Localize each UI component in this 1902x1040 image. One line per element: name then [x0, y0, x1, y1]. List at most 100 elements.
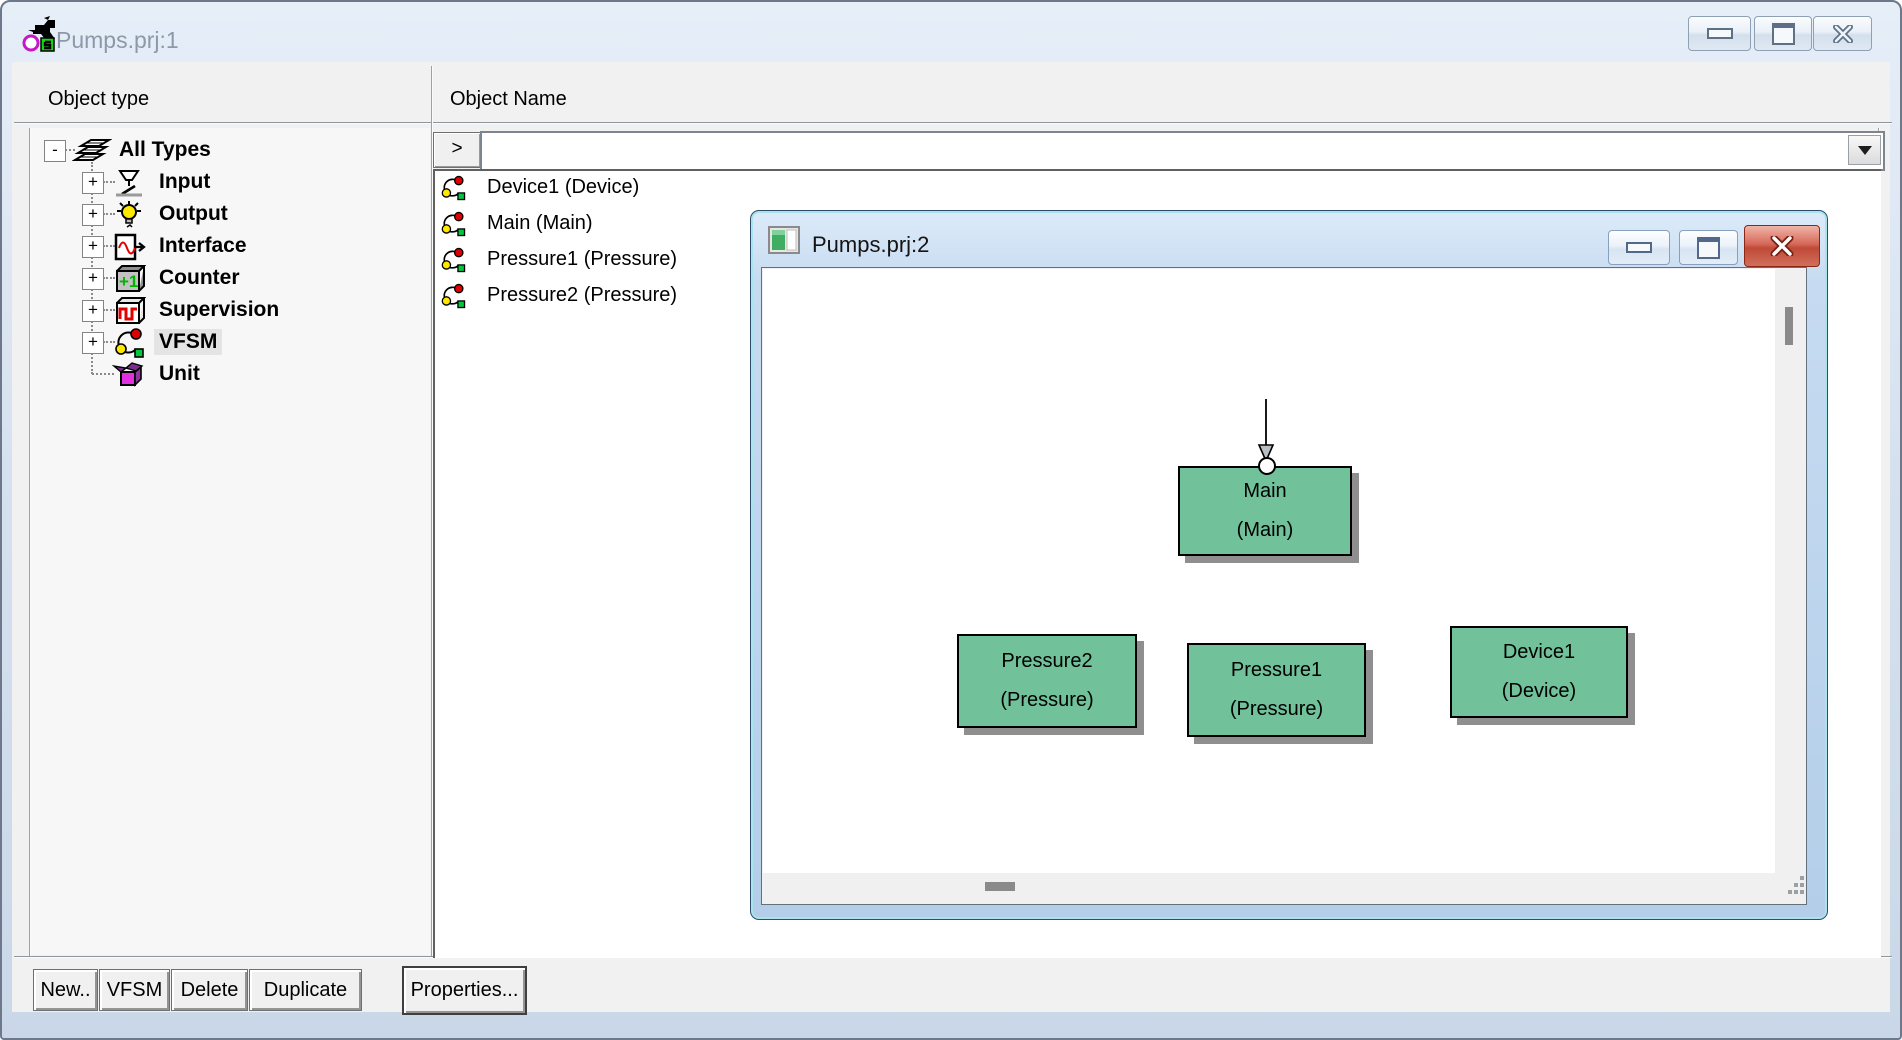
vertical-scrollbar[interactable] [1775, 269, 1803, 873]
object-type-header: Object type [48, 88, 150, 110]
object-name-header: Object Name [450, 88, 567, 110]
list-item-main[interactable]: Main (Main) [435, 207, 1695, 241]
child-restore-button[interactable] [1679, 230, 1738, 265]
tree-connector-stub [65, 149, 75, 151]
node-type: (Pressure) [1229, 698, 1324, 720]
vfsm-icon [441, 175, 466, 201]
child-close-button[interactable] [1744, 225, 1820, 267]
expand-box-input[interactable]: + [82, 172, 104, 194]
tree-item-all-types[interactable]: All Types [38, 134, 418, 166]
interface-icon [114, 233, 146, 261]
restore-icon [1697, 236, 1720, 259]
connector-endpoint [1258, 457, 1276, 475]
combobox-dropdown-button[interactable] [1848, 135, 1881, 165]
vfsm-icon [441, 247, 466, 273]
resize-grip[interactable] [1788, 876, 1792, 880]
tree-item-label: Interface [159, 234, 247, 257]
object-name-input[interactable] [484, 135, 1838, 165]
tree-item-interface[interactable]: Interface [38, 230, 418, 262]
expand-box-counter[interactable]: + [82, 268, 104, 290]
tree-connector-stub [103, 181, 115, 183]
collapse-box-all-types[interactable]: - [44, 140, 66, 162]
name-filter-expand-button[interactable]: > [433, 132, 481, 168]
tree-item-label: Unit [159, 362, 200, 385]
tree-item-label: Counter [159, 266, 240, 289]
diagram-node-pressure1[interactable]: Pressure1 (Pressure) [1187, 643, 1366, 737]
connector-line [1265, 399, 1267, 445]
horizontal-scrollbar-thumb[interactable] [985, 882, 1015, 891]
node-name: Main [1243, 480, 1287, 502]
tree-connector-stub [103, 277, 115, 279]
svg-text:+1: +1 [119, 272, 138, 291]
horizontal-scrollbar[interactable] [763, 873, 1803, 901]
object-type-tree [31, 128, 430, 955]
list-item-label: Main (Main) [487, 212, 593, 234]
counter-icon: +1 [116, 265, 146, 292]
node-name: Device1 [1502, 641, 1576, 663]
vfsm-icon [115, 328, 144, 358]
tree-item-label: All Types [119, 138, 211, 161]
vfsm-icon [441, 283, 466, 309]
tree-item-label: Input [159, 170, 211, 193]
tree-item-unit[interactable]: Unit [38, 358, 418, 390]
tree-connector-stub [92, 373, 114, 375]
diagram-node-device1[interactable]: Device1 (Device) [1450, 626, 1628, 718]
expand-box-output[interactable]: + [82, 204, 104, 226]
diagram-node-pressure2[interactable]: Pressure2 (Pressure) [957, 634, 1137, 728]
supervision-icon [116, 297, 146, 324]
expand-box-vfsm[interactable]: + [82, 332, 104, 354]
restore-icon [1771, 22, 1795, 45]
child-minimize-button[interactable] [1608, 230, 1670, 265]
tree-connector-stub [103, 213, 115, 215]
stateworks-app-icon [22, 16, 55, 52]
minimize-icon [1626, 242, 1652, 253]
properties-button[interactable]: Properties... [402, 966, 527, 1015]
expand-box-interface[interactable]: + [82, 236, 104, 258]
delete-button[interactable]: Delete [171, 969, 248, 1011]
node-type: (Main) [1236, 519, 1294, 541]
main-window-title: Pumps.prj:1 [56, 27, 179, 53]
tree-connector-stub [103, 309, 115, 311]
diagram-canvas[interactable] [763, 269, 1775, 873]
minimize-button[interactable] [1688, 16, 1751, 51]
new-button[interactable]: New.. [33, 969, 98, 1011]
tree-panel-left-edge [29, 128, 31, 956]
node-type: (Pressure) [1000, 689, 1094, 711]
main-window-titlebar[interactable] [2, 2, 1900, 62]
close-button[interactable] [1813, 16, 1872, 51]
tree-connector-stub [103, 245, 115, 247]
tree-item-counter[interactable]: +1 Counter [38, 262, 418, 294]
duplicate-button[interactable]: Duplicate [249, 969, 362, 1011]
tree-item-output[interactable]: Output [38, 198, 418, 230]
minimize-icon [1706, 28, 1733, 39]
expand-box-supervision[interactable]: + [82, 300, 104, 322]
unit-icon [112, 362, 144, 387]
tree-item-input[interactable]: Input [38, 166, 418, 198]
tree-item-supervision[interactable]: Supervision [38, 294, 418, 326]
header-separator [14, 122, 1892, 124]
vfsm-button[interactable]: VFSM [99, 969, 170, 1011]
tree-item-vfsm[interactable]: VFSM [38, 326, 418, 358]
node-name: Pressure1 [1230, 659, 1323, 681]
child-window-title: Pumps.prj:2 [812, 232, 930, 257]
close-icon [1832, 24, 1853, 43]
object-name-combobox [480, 131, 1885, 171]
restore-button[interactable] [1754, 16, 1812, 51]
chevron-down-icon [1857, 146, 1872, 162]
tree-item-label: Supervision [159, 298, 280, 321]
tree-item-label: VFSM [154, 329, 223, 355]
list-item-pressure1[interactable]: Pressure1 (Pressure) [435, 243, 1695, 277]
list-item-device1[interactable]: Device1 (Device) [435, 171, 1695, 205]
diagram-node-main[interactable]: Main (Main) [1178, 466, 1352, 556]
project-diagram-icon [768, 226, 800, 254]
output-icon [117, 201, 141, 228]
tree-connector-stub [103, 341, 115, 343]
node-name: Pressure2 [1001, 650, 1093, 672]
vertical-scrollbar-thumb[interactable] [1785, 307, 1793, 345]
node-type: (Device) [1501, 680, 1577, 702]
list-item-pressure2[interactable]: Pressure2 (Pressure) [435, 279, 1695, 313]
close-icon [1770, 236, 1794, 256]
panel-divider [431, 66, 433, 956]
